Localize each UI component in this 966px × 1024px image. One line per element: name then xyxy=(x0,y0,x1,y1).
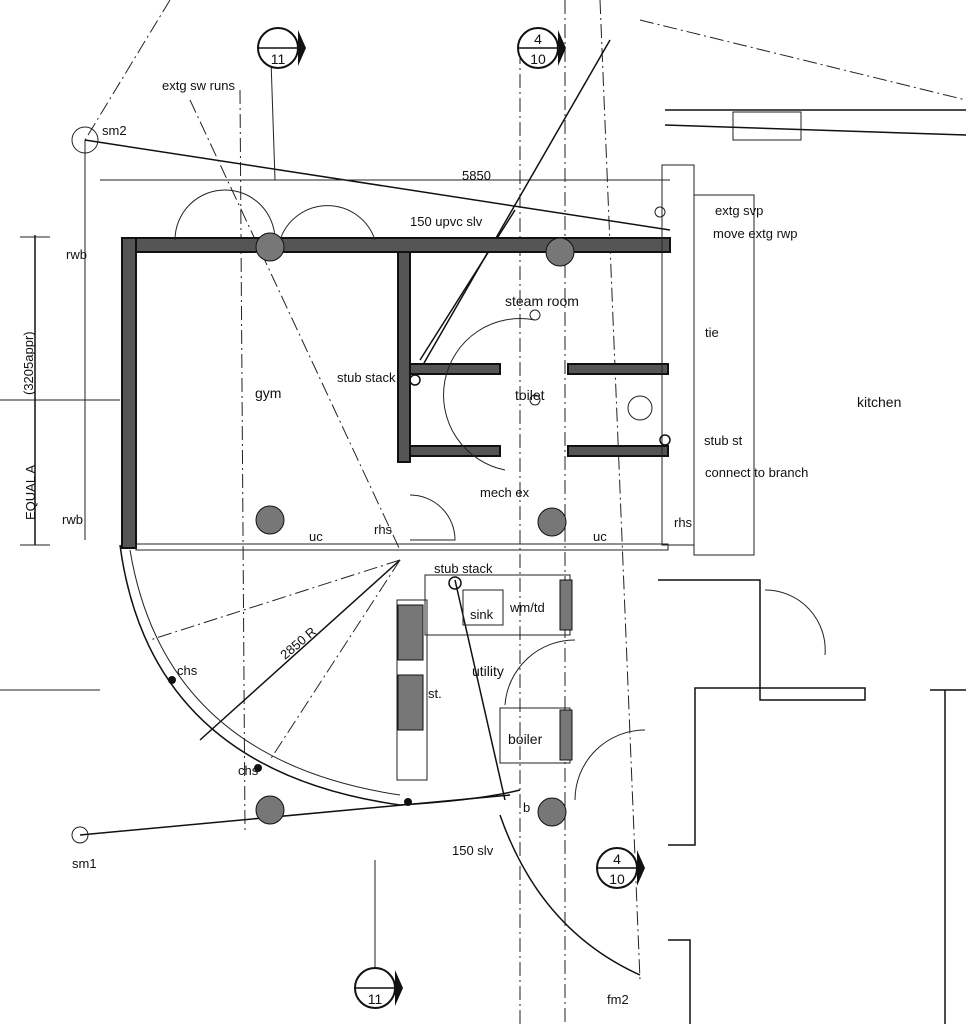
label-rhs: rhs xyxy=(374,522,393,537)
label-b: b xyxy=(523,800,530,815)
label-move-extg-rwp: move extg rwp xyxy=(713,226,798,241)
room-label-utility: utility xyxy=(472,663,504,679)
label-stub-stack: stub stack xyxy=(434,561,493,576)
label-extg-sw-runs: extg sw runs xyxy=(162,78,235,93)
label-sm1: sm1 xyxy=(72,856,97,871)
label-radius: 2850 R xyxy=(277,624,319,662)
section-marker: 11 xyxy=(257,27,306,69)
sheet-number: 10 xyxy=(530,51,546,67)
label-dim-3205: (3205appr) xyxy=(21,331,36,395)
room-label-boiler: boiler xyxy=(508,731,543,747)
label-rwb: rwb xyxy=(66,247,87,262)
section-number: 4 xyxy=(534,31,542,47)
walls xyxy=(121,109,966,1024)
label-uc: uc xyxy=(593,529,607,544)
label-fm2: fm2 xyxy=(607,992,629,1007)
section-number: 11 xyxy=(368,991,383,1007)
label-rhs: rhs xyxy=(674,515,693,530)
label-rwb: rwb xyxy=(62,512,83,527)
label-dim-5850: 5850 xyxy=(462,168,491,183)
room-label-gym: gym xyxy=(255,385,281,401)
label-mech-ex: mech ex xyxy=(480,485,530,500)
label-upvc-slv: 150 upvc slv xyxy=(410,214,483,229)
label-chs: chs xyxy=(177,663,198,678)
label-150-slv: 150 slv xyxy=(452,843,494,858)
label-wm-td: wm/td xyxy=(509,600,545,615)
column-markers xyxy=(71,126,671,844)
door-swings xyxy=(174,189,826,976)
manhole-sm2 xyxy=(71,126,99,154)
manhole-sm1 xyxy=(71,826,89,844)
labels: gym steam room toilet kitchen utility bo… xyxy=(21,78,901,1007)
label-chs: chs xyxy=(238,763,259,778)
label-sink: sink xyxy=(470,607,494,622)
section-marker: 4 10 xyxy=(517,27,566,69)
section-marker: 11 xyxy=(354,967,403,1009)
label-connect-to-branch: connect to branch xyxy=(705,465,808,480)
room-label-toilet: toilet xyxy=(515,387,545,403)
label-tie: tie xyxy=(705,325,719,340)
sheet-number: 10 xyxy=(609,871,625,887)
label-stub-st: stub st xyxy=(704,433,743,448)
label-sm2: sm2 xyxy=(102,123,127,138)
section-number: 4 xyxy=(613,851,621,867)
room-label-kitchen: kitchen xyxy=(857,394,901,410)
curved-wall xyxy=(119,544,521,806)
label-store: st. xyxy=(428,686,442,701)
section-number: 11 xyxy=(271,51,286,67)
label-extg-svp: extg svp xyxy=(715,203,763,218)
label-stub-stack: stub stack xyxy=(337,370,396,385)
label-uc: uc xyxy=(309,529,323,544)
room-label-steam-room: steam room xyxy=(505,293,579,309)
label-equal-a: EQUAL A xyxy=(23,465,38,520)
section-marker: 4 10 xyxy=(596,847,645,889)
